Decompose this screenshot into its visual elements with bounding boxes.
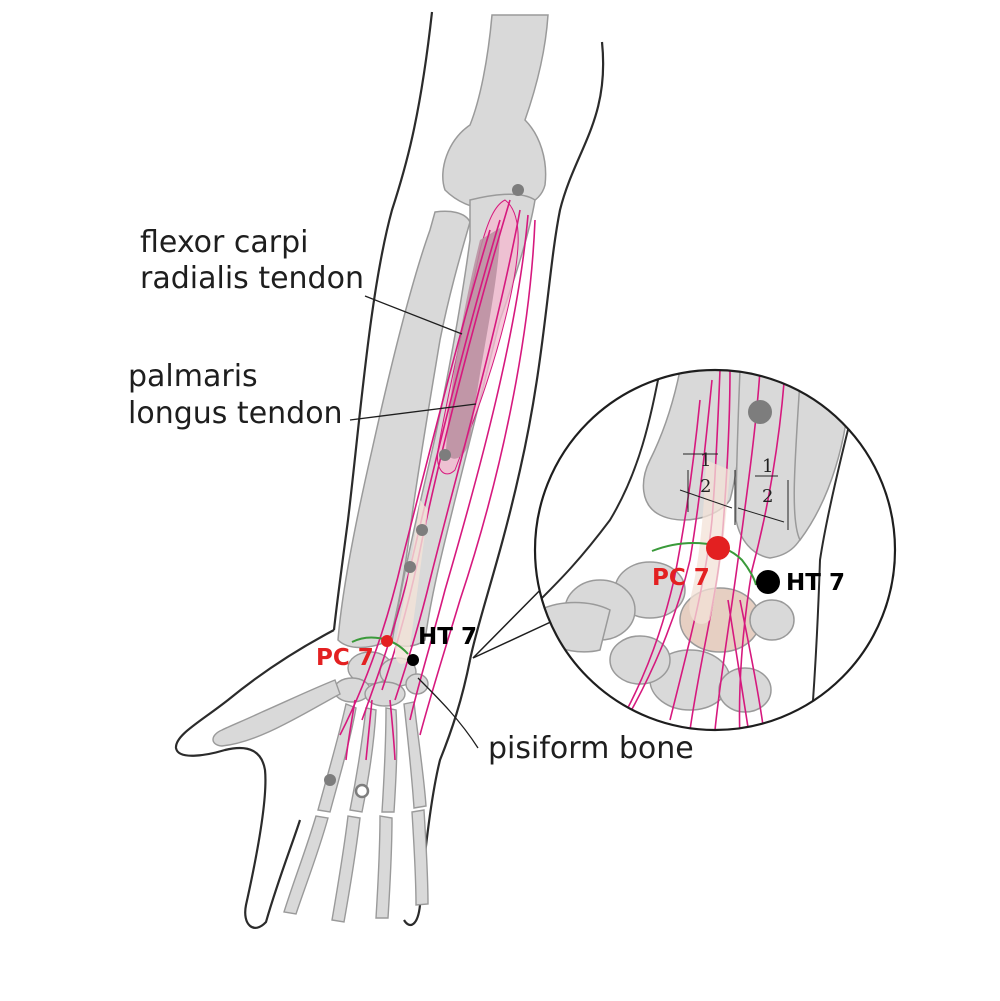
half-left-numerator: 1	[700, 450, 711, 471]
zoom-inset: 1 2 1 2	[472, 368, 897, 732]
ht7-zoom-label: HT 7	[786, 570, 845, 596]
humerus-bone	[442, 14, 549, 212]
hollow-point	[354, 783, 370, 799]
gray-points	[324, 184, 524, 786]
fcr-label-line1: flexor carpi	[140, 225, 308, 260]
pisiform-label: pisiform bone	[488, 731, 694, 766]
pc7-zoom-point	[706, 536, 730, 560]
half-right-denominator: 2	[762, 486, 773, 507]
pl-label-line2: longus tendon	[128, 396, 343, 431]
radius-bone	[337, 210, 471, 649]
wrist-tendon-sheath	[394, 500, 428, 664]
ht7-label: HT 7	[418, 624, 477, 650]
hand-bones	[212, 651, 429, 923]
pc7-point	[381, 635, 393, 647]
half-left-denominator: 2	[700, 476, 711, 497]
fcr-label-line2: radialis tendon	[140, 261, 364, 296]
half-right-numerator: 1	[762, 456, 773, 477]
arm-outline	[174, 11, 605, 929]
pl-label-line1: palmaris	[128, 359, 258, 394]
flexor-muscles	[436, 199, 519, 475]
leader-lines	[349, 295, 479, 749]
wrist-crease-arrow	[351, 636, 409, 655]
pc7-label: PC 7	[316, 645, 374, 671]
ht7-point	[407, 654, 419, 666]
ht7-zoom-point	[756, 570, 780, 594]
pc7-zoom-label: PC 7	[652, 565, 710, 591]
